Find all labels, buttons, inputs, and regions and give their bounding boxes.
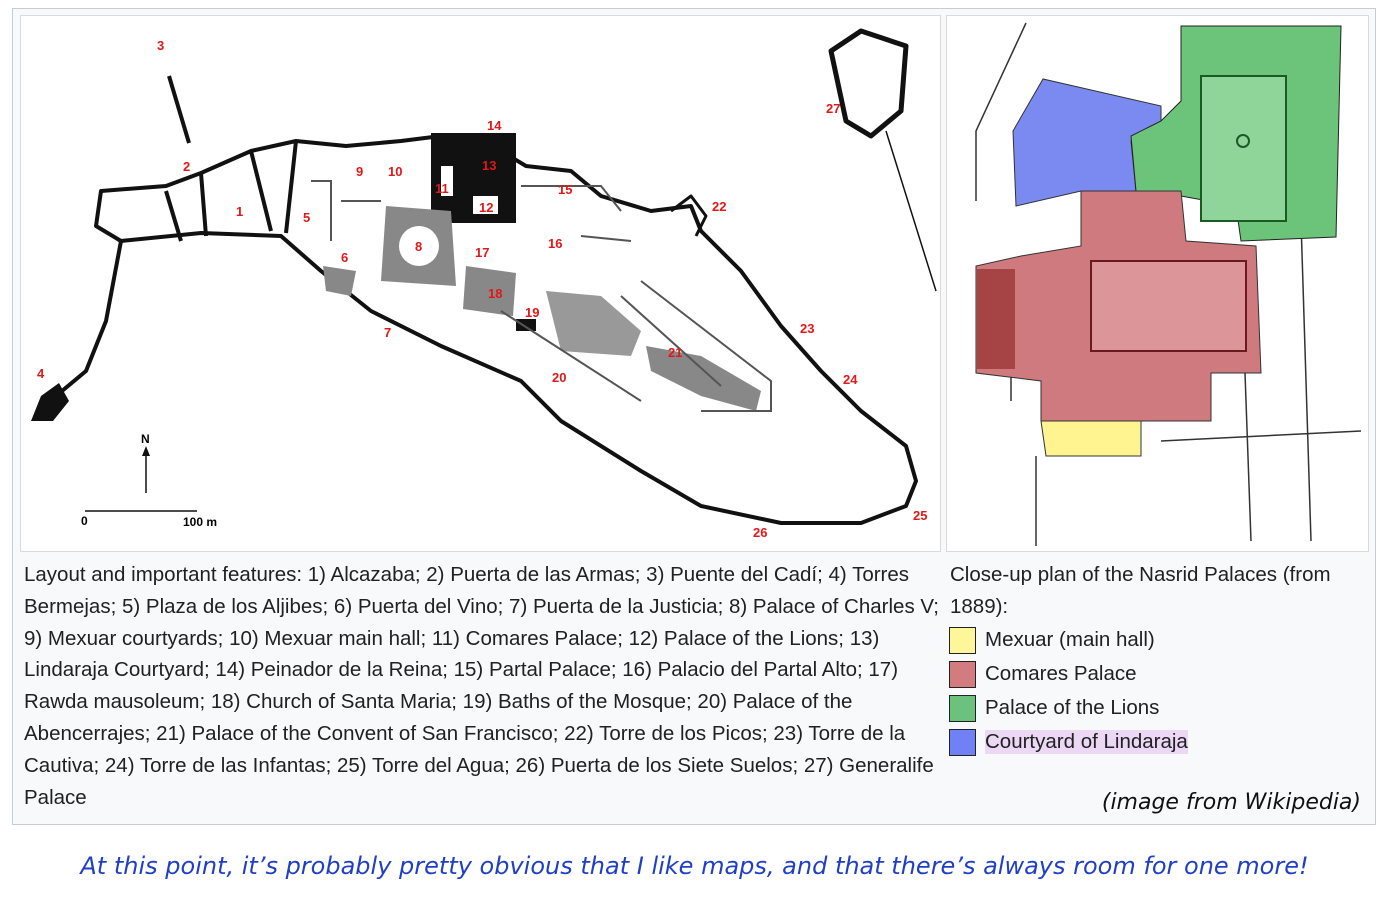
label-5: 5 bbox=[303, 210, 310, 225]
label-13: 13 bbox=[482, 158, 496, 173]
alhambra-site-map: 1 2 3 4 5 6 7 8 9 10 11 12 13 14 15 16 1… bbox=[20, 15, 941, 552]
label-3: 3 bbox=[157, 38, 164, 53]
label-27: 27 bbox=[826, 101, 840, 116]
map-labels: 1 2 3 4 5 6 7 8 9 10 11 12 13 14 15 16 1… bbox=[37, 38, 927, 540]
label-25: 25 bbox=[913, 508, 927, 523]
label-10: 10 bbox=[388, 164, 402, 179]
legend-item-mexuar: Mexuar (main hall) bbox=[949, 623, 1188, 657]
label-7: 7 bbox=[384, 325, 391, 340]
label-24: 24 bbox=[843, 372, 858, 387]
label-1: 1 bbox=[236, 204, 243, 219]
nasrid-palaces-plan bbox=[946, 15, 1369, 552]
legend-item-comares: Comares Palace bbox=[949, 657, 1188, 691]
label-2: 2 bbox=[183, 159, 190, 174]
label-17: 17 bbox=[475, 245, 489, 260]
scale-bar: 0 100 m bbox=[81, 510, 217, 529]
legend-swatch bbox=[949, 694, 976, 722]
north-arrow: N bbox=[141, 432, 150, 493]
legend-item-lindaraja: Courtyard of Lindaraja bbox=[949, 725, 1188, 759]
alcazaba-wall bbox=[164, 140, 298, 242]
label-16: 16 bbox=[548, 236, 562, 251]
legend-label: Palace of the Lions bbox=[985, 696, 1160, 719]
label-19: 19 bbox=[525, 305, 539, 320]
label-20: 20 bbox=[552, 370, 566, 385]
church-santa-maria bbox=[463, 266, 516, 316]
baths-area bbox=[546, 291, 641, 356]
site-plan-drawing: 1 2 3 4 5 6 7 8 9 10 11 12 13 14 15 16 1… bbox=[31, 28, 937, 540]
generalife bbox=[828, 28, 909, 139]
legend-label: Comares Palace bbox=[985, 662, 1137, 685]
legend-item-lions: Palace of the Lions bbox=[949, 691, 1188, 725]
legend-swatch bbox=[949, 728, 976, 756]
legend-label: Courtyard of Lindaraja bbox=[985, 730, 1188, 754]
label-6: 6 bbox=[341, 250, 348, 265]
author-comment: At this point, it’s probably pretty obvi… bbox=[80, 852, 1309, 880]
label-4: 4 bbox=[37, 366, 45, 381]
label-21: 21 bbox=[668, 345, 682, 360]
mexuar-region bbox=[1040, 420, 1142, 457]
legend-swatch bbox=[949, 626, 976, 654]
legend-swatch bbox=[949, 660, 976, 688]
label-11: 11 bbox=[435, 181, 449, 196]
legend-label: Mexuar (main hall) bbox=[985, 628, 1155, 651]
west-wall bbox=[54, 240, 123, 398]
convent-san-francisco bbox=[646, 346, 761, 411]
label-9: 9 bbox=[356, 164, 363, 179]
right-caption: Close-up plan of the Nasrid Palaces (fro… bbox=[950, 563, 1331, 618]
label-15: 15 bbox=[558, 182, 572, 197]
bridge-line bbox=[167, 75, 191, 144]
label-22: 22 bbox=[712, 199, 726, 214]
label-23: 23 bbox=[800, 321, 814, 336]
nasrid-plan-drawing bbox=[975, 22, 1362, 546]
label-18: 18 bbox=[488, 286, 502, 301]
torres-bermejas bbox=[31, 383, 69, 421]
left-caption: Layout and important features: 1) Alcaza… bbox=[24, 563, 939, 809]
label-12: 12 bbox=[479, 200, 493, 215]
outer-wall bbox=[94, 134, 918, 525]
label-14: 14 bbox=[487, 118, 502, 133]
scale-end-label: 100 m bbox=[183, 515, 217, 529]
label-8: 8 bbox=[415, 239, 422, 254]
scale-start-label: 0 bbox=[81, 514, 88, 528]
north-label: N bbox=[141, 432, 150, 446]
legend: Mexuar (main hall) Comares Palace Palace… bbox=[949, 623, 1188, 759]
image-credit: (image from Wikipedia) bbox=[1101, 790, 1361, 815]
label-26: 26 bbox=[753, 525, 767, 540]
